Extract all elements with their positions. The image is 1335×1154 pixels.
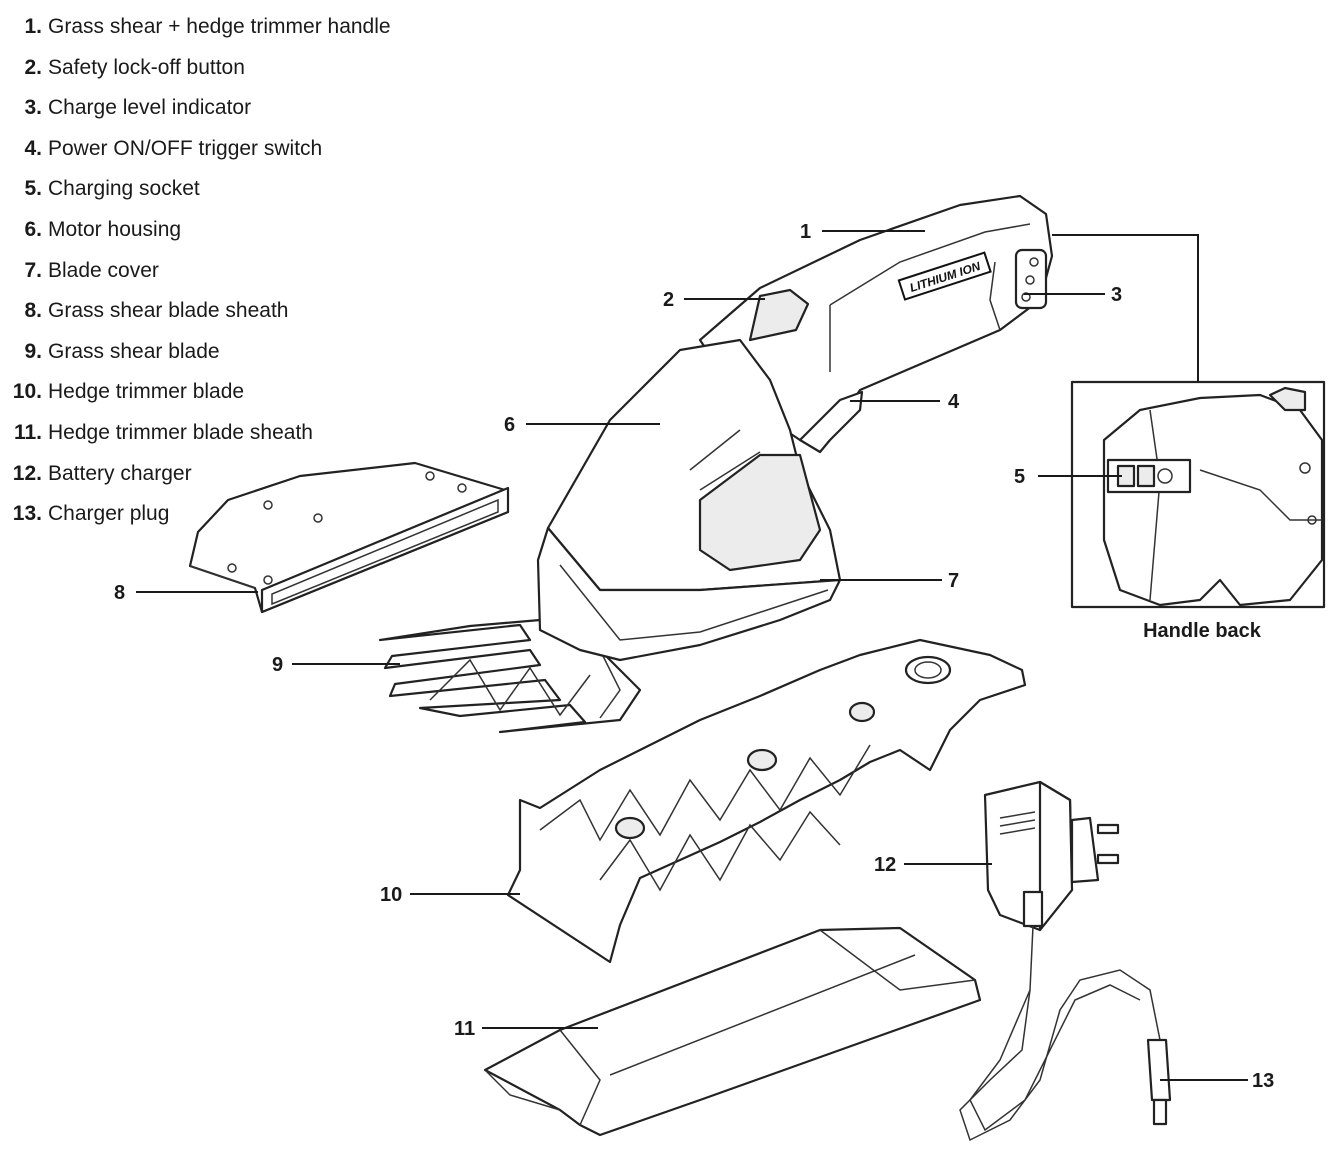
legend-item: 8.Grass shear blade sheath	[6, 294, 391, 335]
legend-item: 1. Grass shear + hedge trimmer handle	[6, 10, 391, 51]
callout-2: 2	[663, 289, 765, 311]
legend-label: Charging socket	[48, 177, 200, 201]
callout-7: 7	[820, 570, 959, 592]
legend-label: Grass shear blade	[48, 339, 220, 363]
legend-item: 11.Hedge trimmer blade sheath	[6, 416, 391, 457]
callout-number: 6	[504, 414, 515, 436]
blade-cover	[536, 526, 842, 662]
callout-number: 8	[114, 582, 125, 604]
callout-5: 5	[1014, 466, 1122, 488]
legend-label: Grass shear + hedge trimmer handle	[48, 15, 391, 38]
legend-item: 7.Blade cover	[6, 254, 391, 295]
callout-number: 13	[1252, 1070, 1274, 1092]
callout-8: 8	[114, 582, 258, 604]
legend-label: Blade cover	[48, 258, 159, 282]
callout-number: 3	[1111, 284, 1122, 306]
callout-4: 4	[850, 391, 960, 413]
battery-charger	[983, 780, 1120, 932]
legend-item: 12.Battery charger	[6, 457, 391, 498]
callout-11: 11	[454, 1018, 598, 1040]
legend-item: 5.Charging socket	[6, 172, 391, 213]
callout-12: 12	[874, 854, 992, 876]
callout-number: 1	[800, 221, 811, 243]
callout-3: 3	[1024, 284, 1122, 306]
legend-number: 6.	[24, 217, 42, 241]
legend-item: 13.Charger plug	[6, 497, 391, 538]
legend-label: Motor housing	[48, 217, 182, 241]
legend-number: 4.	[24, 136, 42, 160]
trigger-switch	[798, 390, 864, 454]
legend-number: 11.	[13, 420, 42, 444]
callout-number: 10	[380, 884, 402, 906]
callout-number: 12	[874, 854, 896, 876]
callout-6: 6	[504, 414, 660, 436]
legend-item: 9.Grass shear blade	[6, 335, 391, 376]
hedge-trimmer-blade	[506, 638, 1027, 964]
callout-number: 7	[948, 570, 959, 592]
legend-label: Hedge trimmer blade	[48, 380, 245, 404]
legend-number: 2.	[24, 55, 42, 79]
legend-label: Charger plug	[48, 502, 170, 526]
legend-item: 10.Hedge trimmer blade	[6, 375, 391, 416]
inset-caption: Handle back	[1143, 620, 1261, 642]
grass-shear-blade-sheath	[188, 461, 510, 614]
safety-lock-off-button	[748, 288, 810, 342]
legend-number: 8.	[24, 299, 42, 323]
callout-number: 11	[454, 1018, 475, 1040]
callout-number: 4	[948, 391, 960, 413]
callout-13: 13	[1160, 1070, 1274, 1092]
legend-item: 6.Motor housing	[6, 213, 391, 254]
legend-number: 13.	[12, 502, 42, 526]
legend-number: 1.	[24, 15, 42, 38]
callout-number: 9	[272, 654, 283, 676]
legend-number: 3.	[24, 96, 42, 120]
parts-legend: 1. Grass shear + hedge trimmer handle 2.S…	[6, 10, 391, 538]
hedge-trimmer-blade-sheath	[483, 926, 982, 1137]
legend-item: 2.Safety lock-off button	[6, 51, 391, 92]
legend-label: Battery charger	[48, 461, 192, 485]
legend-number: 7.	[24, 258, 42, 282]
charger-plug	[1146, 1038, 1172, 1126]
charger-cord	[959, 925, 1161, 1142]
legend-label: Charge level indicator	[48, 96, 252, 120]
legend-label: Grass shear blade sheath	[48, 299, 289, 323]
legend-number: 5.	[24, 177, 42, 201]
legend-item: 4.Power ON/OFF trigger switch	[6, 132, 391, 173]
legend-label: Power ON/OFF trigger switch	[48, 136, 323, 160]
inset-connector	[1052, 234, 1199, 382]
callout-1: 1	[800, 221, 925, 243]
callout-number: 2	[663, 289, 674, 311]
legend-number: 9.	[24, 339, 42, 363]
legend-item: 3.Charge level indicator	[6, 91, 391, 132]
legend-label: Safety lock-off button	[48, 55, 245, 79]
callout-10: 10	[380, 884, 520, 906]
tool-body: LITHIUM ION	[536, 194, 1054, 662]
callout-9: 9	[272, 654, 400, 676]
legend-number: 10.	[12, 380, 42, 404]
handle-back-inset	[1070, 380, 1326, 609]
callout-number: 5	[1014, 466, 1025, 488]
legend-label: Hedge trimmer blade sheath	[48, 420, 313, 444]
legend-number: 12.	[12, 461, 42, 485]
